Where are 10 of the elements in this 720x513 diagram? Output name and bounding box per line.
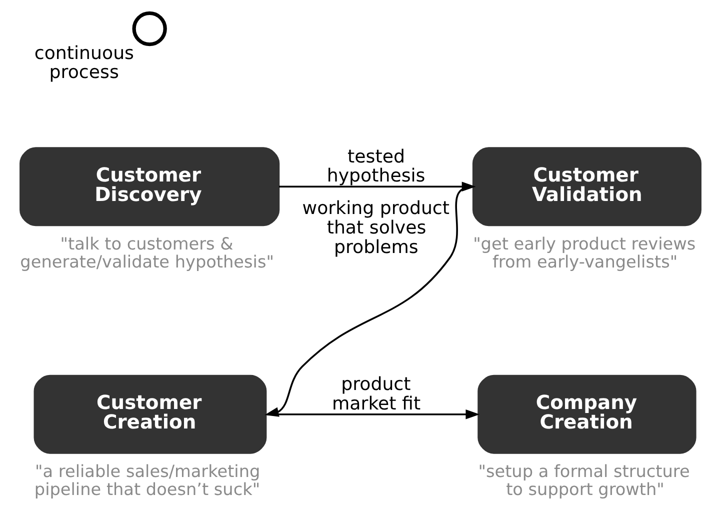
edge-label: product market fit [332, 374, 420, 414]
arrow [266, 409, 480, 420]
node-label: "talk to customers & generate/validate hypothesis" [20, 233, 274, 272]
node-label: continuous process [34, 42, 134, 84]
node-label: "get early product reviews from early-vangelists" [472, 233, 696, 272]
edge-label: tested hypothesis [326, 146, 425, 187]
node-label: "setup a formal structure to support growth" [478, 461, 690, 500]
node-circle [132, 11, 166, 46]
edge-label: working product that solves problems [302, 198, 450, 258]
node-label: "a reliable sales/marketing pipeline that doesn’t suck" [34, 461, 260, 500]
